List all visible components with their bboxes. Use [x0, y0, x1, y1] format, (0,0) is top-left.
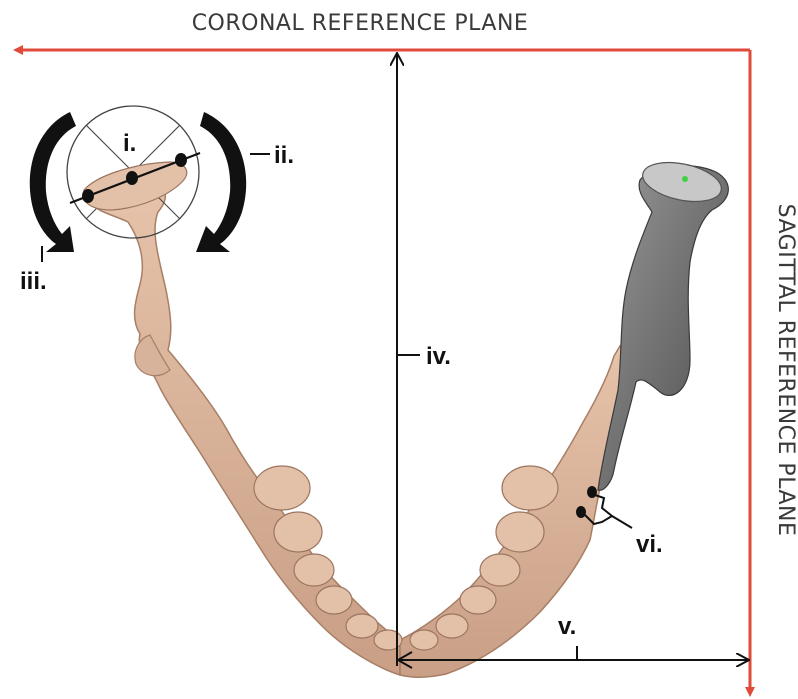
label-ii: ii.: [274, 142, 294, 169]
curved-arrow-icon: [196, 112, 246, 252]
left-condyle-head: [83, 162, 187, 210]
molar: [502, 466, 558, 510]
dot-marker-icon: [126, 171, 138, 185]
label-vi: vi.: [636, 531, 663, 558]
premolar: [480, 554, 520, 586]
coronal-plane-title: CORONAL REFERENCE PLANE: [192, 11, 529, 36]
green-point-icon: [682, 176, 688, 182]
mandible-right-body: [400, 346, 630, 677]
label-v: v.: [558, 613, 576, 640]
premolar: [460, 586, 496, 614]
label-i: i.: [123, 130, 136, 157]
dot-marker-icon: [576, 506, 586, 518]
dot-marker-icon: [587, 486, 597, 498]
curved-arrow-icon: [30, 112, 76, 252]
mandible-right-ramus-grey: [598, 166, 728, 491]
incisor: [346, 614, 378, 638]
mandible: [88, 156, 728, 677]
premolar: [294, 554, 334, 586]
dot-marker-icon: [175, 153, 187, 167]
incisor: [410, 630, 438, 650]
molar: [274, 512, 322, 552]
label-iv: iv.: [426, 343, 451, 370]
mandible-left-body: [88, 181, 400, 675]
premolar: [316, 586, 352, 614]
incisor: [436, 614, 468, 638]
molar: [496, 512, 544, 552]
dot-marker-icon: [82, 189, 94, 203]
sagittal-plane-title: SAGITTAL REFERENCE PLANE: [773, 204, 798, 537]
label-iii: iii.: [20, 268, 47, 295]
molar: [254, 466, 310, 510]
